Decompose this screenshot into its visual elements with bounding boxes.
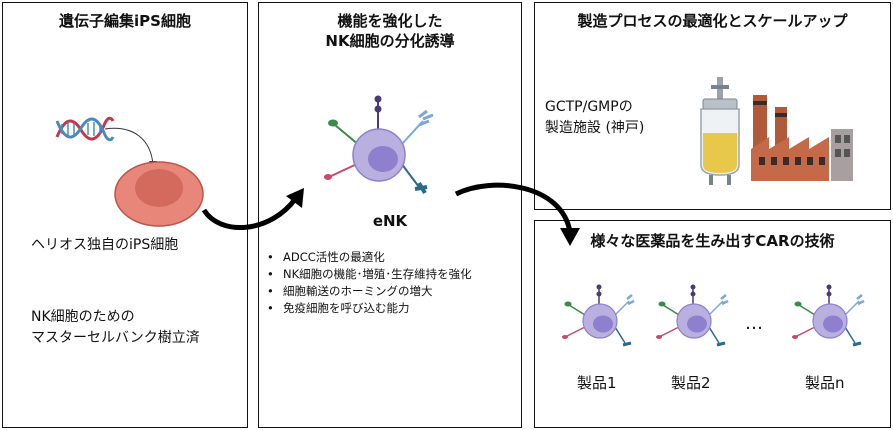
panel-title-line2: NK細胞の分化誘導 <box>325 32 455 50</box>
product-label: 製品2 <box>671 374 711 392</box>
ips-cell-icon <box>114 161 204 227</box>
product-label: 製品n <box>805 374 845 392</box>
enk-cell-icon <box>324 95 434 195</box>
facility-label-line2: 製造施設 (神戸) <box>545 120 645 136</box>
panel-title: 遺伝子編集iPS細胞 <box>59 12 191 30</box>
panel-title-line1: 機能を強化した <box>337 12 443 30</box>
panel-enk-differentiation: 機能を強化した NK細胞の分化誘導 eNK •ADCC活性の最適化 •NK細胞の… <box>258 2 522 428</box>
facility-label-line1: GCTP/GMPの <box>545 99 633 115</box>
enk-label: eNK <box>372 212 408 230</box>
panel-car-technology: 様々な医薬品を生み出すCARの技術 <box>534 220 891 428</box>
dna-icon <box>55 116 115 142</box>
bullet-item: •免疫細胞を呼び込む能力 <box>267 301 410 315</box>
bioreactor-icon <box>700 77 740 185</box>
car-cell-icon <box>656 284 729 347</box>
bullet-item: •細胞輸送のホーミングの増大 <box>267 284 433 298</box>
factory-icon <box>751 95 853 181</box>
ellipsis: … <box>745 313 763 334</box>
panel-title: 製造プロセスの最適化とスケールアップ <box>577 12 848 30</box>
product-label: 製品1 <box>577 374 617 392</box>
car-cell-icon <box>792 284 865 347</box>
bullet-item: •ADCC活性の最適化 <box>267 250 385 264</box>
bullet-item: •NK細胞の機能･増殖･生存維持を強化 <box>267 267 472 281</box>
mcb-label-line1: NK細胞のための <box>31 309 135 325</box>
car-cell-icon <box>562 284 635 347</box>
ips-label: ヘリオス独自のiPS細胞 <box>31 237 179 253</box>
panel-manufacturing: 製造プロセスの最適化とスケールアップ GCTP/GMPの 製造施設 (神戸) <box>534 2 891 210</box>
panel-title: 様々な医薬品を生み出すCARの技術 <box>590 232 835 250</box>
flow-arrow-1 <box>201 188 304 230</box>
flow-arrow-2 <box>454 182 580 246</box>
mcb-label-line2: マスターセルバンク樹立済 <box>31 330 200 346</box>
